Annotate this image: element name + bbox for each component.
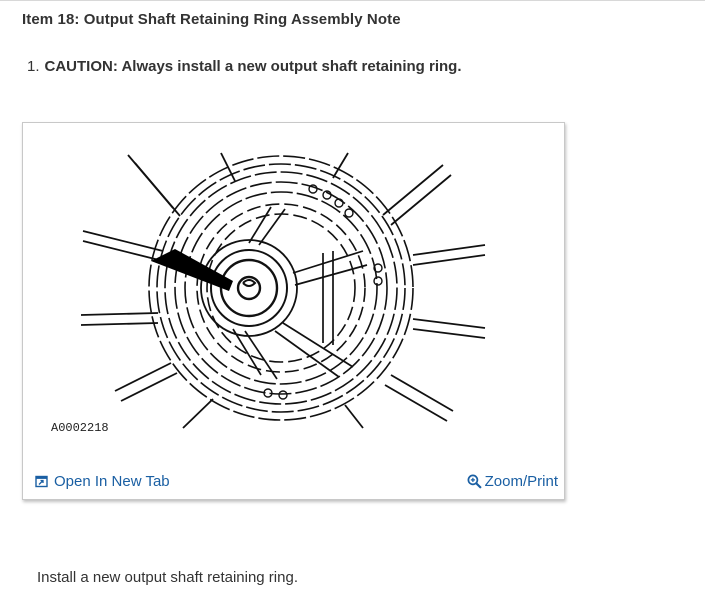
step-number: 1. <box>27 58 40 75</box>
indicator-arrow <box>151 249 233 291</box>
caution-text: CAUTION: Always install a new output sha… <box>44 58 462 75</box>
step-item: 1. CAUTION: Always install a new output … <box>27 58 462 75</box>
external-window-icon <box>35 475 48 488</box>
open-in-new-tab-link[interactable]: Open In New Tab <box>35 473 170 490</box>
magnifier-icon <box>467 474 482 489</box>
zoom-print-label: Zoom/Print <box>484 473 558 490</box>
diagram-holes <box>263 184 383 400</box>
diagram-rings <box>148 155 414 421</box>
open-in-new-tab-label: Open In New Tab <box>54 473 170 490</box>
diagram-hub <box>200 239 298 337</box>
diagram-spokes <box>80 152 486 429</box>
diagram-struts <box>232 206 368 380</box>
zoom-print-link[interactable]: Zoom/Print <box>467 473 558 490</box>
page-title: Item 18: Output Shaft Retaining Ring Ass… <box>22 11 401 28</box>
top-divider <box>0 0 705 1</box>
figure-footer: Open In New Tab Zoom/Print <box>23 465 564 499</box>
retaining-ring-diagram <box>80 152 486 429</box>
instruction-text: Install a new output shaft retaining rin… <box>37 569 298 586</box>
figure-id-label: A0002218 <box>51 421 109 435</box>
figure-container: A0002218 Open In New Tab Zoom/Print <box>22 122 565 500</box>
